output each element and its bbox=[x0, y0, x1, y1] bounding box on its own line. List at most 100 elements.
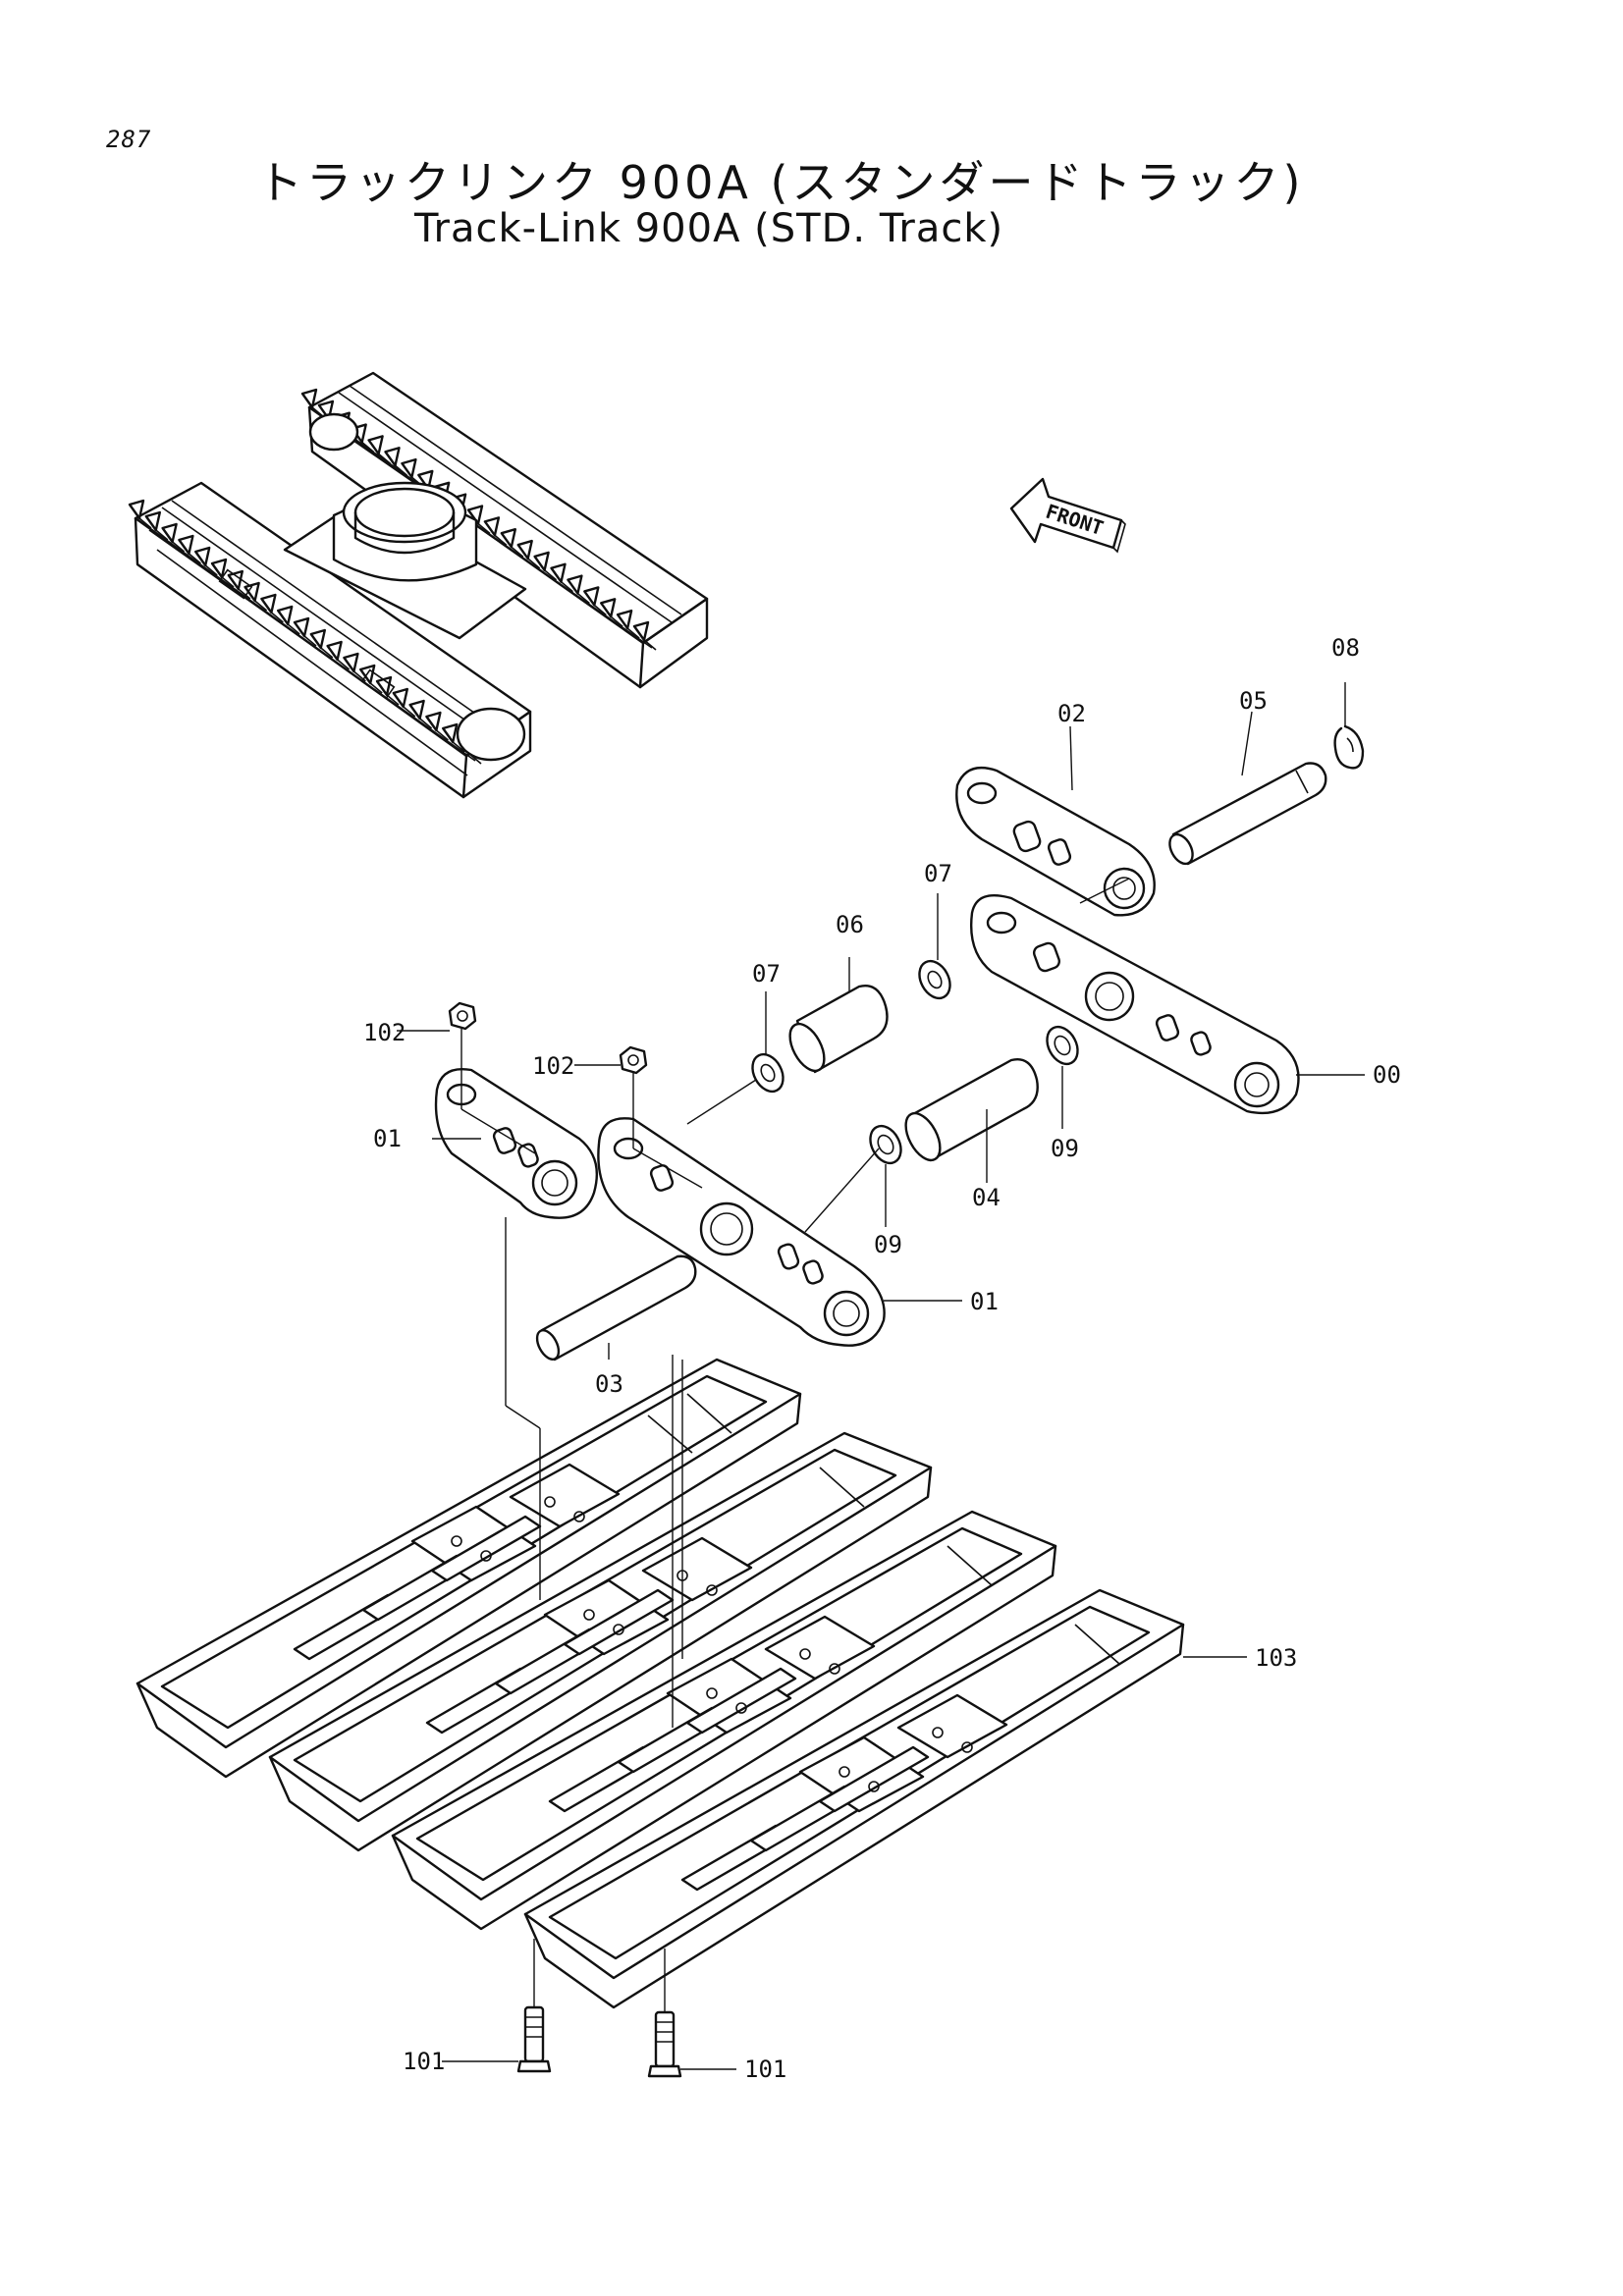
crawler-shoe-plate bbox=[403, 706, 416, 718]
crawler-shoe-plate bbox=[303, 635, 317, 647]
bolt-101-left bbox=[516, 2005, 552, 2073]
crawler-shoe-plate bbox=[567, 574, 583, 595]
crawler-shoe-plate bbox=[337, 659, 351, 670]
crawler-shoe-plate bbox=[477, 522, 491, 535]
shoe-bolt-hole bbox=[799, 1648, 811, 1660]
nut-102-right bbox=[619, 1045, 648, 1075]
shoe-grousers bbox=[293, 1515, 930, 1892]
crawler-shoe-plate bbox=[172, 541, 186, 553]
callout-leaders bbox=[397, 682, 1365, 2070]
nut-102-left bbox=[448, 1001, 477, 1031]
crawler-shoe-plate bbox=[367, 435, 384, 455]
callout-04: 04 bbox=[972, 1184, 1001, 1211]
callout-09-right: 09 bbox=[1051, 1135, 1079, 1162]
crawler-shoe-plate bbox=[204, 564, 218, 576]
pin-03 bbox=[535, 1255, 697, 1362]
bushing-06 bbox=[788, 985, 889, 1074]
crawler-shoe-plate bbox=[144, 510, 161, 532]
crawler-shoe-plate bbox=[511, 546, 524, 558]
crawler-shoe-plate bbox=[320, 647, 334, 659]
left-crawler bbox=[128, 481, 532, 799]
crawler-shoe-plate bbox=[616, 609, 633, 630]
crawler-shoe-plate bbox=[309, 628, 326, 650]
crawler-shoe-plate bbox=[435, 729, 449, 741]
callout-01-left: 01 bbox=[373, 1125, 402, 1152]
idler-wheel bbox=[308, 412, 359, 452]
crawler-shoe-plate bbox=[361, 441, 375, 454]
crawler-shoe-plate bbox=[270, 612, 284, 623]
crawler-shoe-plate bbox=[394, 464, 408, 476]
shoe-grouser-rib bbox=[818, 1745, 930, 1813]
shoe-bolt-hole bbox=[573, 1511, 585, 1522]
callout-02: 02 bbox=[1057, 700, 1086, 727]
crawler-shoe-plate bbox=[560, 581, 574, 593]
crawler-shoe-plate bbox=[254, 600, 268, 612]
crawler-shoe-plate bbox=[287, 623, 300, 635]
crawler-shoe-plate bbox=[128, 499, 145, 520]
crawler-shoe-plate bbox=[343, 652, 359, 673]
shoe-bolt-hole bbox=[961, 1741, 973, 1753]
seal-07-right bbox=[918, 959, 951, 1000]
crawler-shoe-plate bbox=[442, 722, 459, 744]
track-link-01-right bbox=[597, 1117, 886, 1347]
shoe-bolt-hole bbox=[868, 1781, 880, 1792]
crawler-shoe-plate bbox=[277, 605, 294, 626]
right-crawler bbox=[300, 371, 709, 689]
seal-07-left bbox=[751, 1052, 784, 1094]
track-link-00 bbox=[970, 893, 1300, 1115]
callout-03: 03 bbox=[595, 1370, 623, 1398]
callout-01-right: 01 bbox=[970, 1288, 999, 1315]
crawler-shoe-plate bbox=[576, 592, 590, 605]
shoe-bolt-hole bbox=[839, 1766, 850, 1778]
crawler-shoe-plate bbox=[243, 581, 260, 603]
callout-07-right: 07 bbox=[924, 860, 952, 887]
shoe-bolt-hole bbox=[735, 1702, 747, 1714]
bushing-04 bbox=[904, 1058, 1039, 1162]
crawler-shoe-plate bbox=[610, 615, 623, 627]
callout-103: 103 bbox=[1255, 1644, 1297, 1672]
callout-06: 06 bbox=[836, 911, 864, 938]
crawler-shoe-plate bbox=[550, 562, 567, 583]
crawler-shoe-plate bbox=[544, 569, 558, 581]
shoe-grouser-rib bbox=[685, 1667, 797, 1735]
crawler-shoe-plate bbox=[583, 586, 600, 607]
snap-ring-08 bbox=[1333, 724, 1365, 770]
callout-labels: 08 05 02 07 06 07 00 09 04 09 01 01 102 … bbox=[363, 634, 1401, 2083]
crawler-shoe-plate bbox=[643, 639, 657, 651]
seal-09-left bbox=[869, 1124, 902, 1165]
crawler-shoe-plate bbox=[194, 546, 211, 567]
shoe-bolt-hole bbox=[451, 1535, 462, 1547]
seal-09-right bbox=[1046, 1025, 1079, 1066]
crawler-shoe-plate bbox=[425, 711, 442, 732]
page-number: 287 bbox=[106, 126, 152, 153]
callout-05: 05 bbox=[1239, 687, 1268, 715]
front-direction-arrow: FRONT bbox=[1009, 477, 1126, 554]
crawler-shoe-plate bbox=[632, 620, 650, 642]
crawler-shoe-plate bbox=[384, 447, 401, 467]
title-english: Track-Link 900A (STD. Track) bbox=[414, 206, 1004, 251]
track-link-01-left bbox=[434, 1068, 598, 1219]
idler-wheel bbox=[456, 707, 526, 762]
crawler-shoe-plate bbox=[408, 699, 425, 721]
crawler-shoe-plate bbox=[392, 687, 408, 709]
callout-102-left: 102 bbox=[363, 1019, 406, 1046]
crawler-shoe-plate bbox=[626, 627, 640, 639]
undercarriage-illustration bbox=[128, 371, 709, 799]
shoe-bolt-hole bbox=[480, 1550, 492, 1562]
center-frame bbox=[283, 481, 527, 640]
crawler-shoe-plate bbox=[300, 388, 318, 409]
crawler-shoe-plate bbox=[227, 569, 243, 591]
crawler-shoe-plate bbox=[155, 529, 169, 541]
shoe-bolt-hole bbox=[613, 1624, 624, 1635]
crawler-shoe-plate bbox=[369, 682, 383, 694]
shoe-bolt-holes bbox=[451, 1496, 973, 1792]
callout-101-left: 101 bbox=[403, 2048, 445, 2075]
shoe-bolt-hole bbox=[583, 1609, 595, 1621]
callout-102-right: 102 bbox=[532, 1052, 574, 1080]
pin-05 bbox=[1168, 762, 1327, 866]
crawler-shoe-plate bbox=[238, 588, 251, 600]
shoe-bolt-hole bbox=[544, 1496, 556, 1508]
crawler-shoe-plate bbox=[401, 457, 417, 479]
